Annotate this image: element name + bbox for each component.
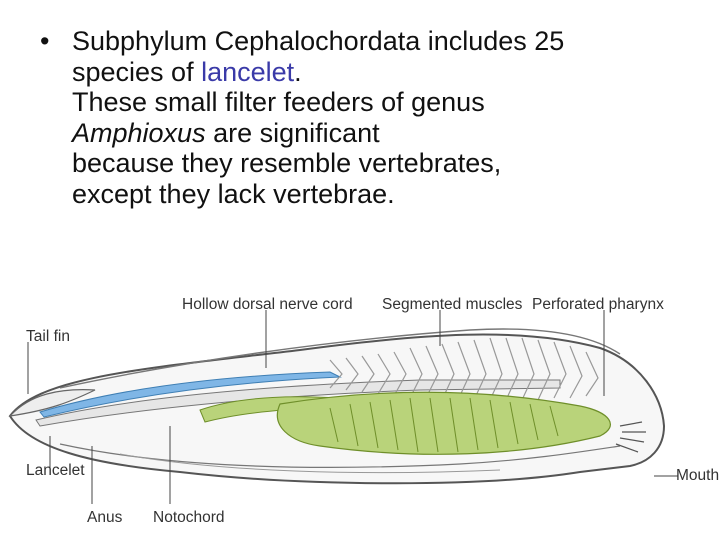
oral-cirri (615, 421, 646, 453)
text-line-2-end: . (294, 56, 302, 87)
label-lancelet: Lancelet (26, 462, 85, 479)
lancelet-diagram: Hollow dorsal nerve cord Segmented muscl… (0, 276, 720, 540)
slide-text-block: • Subphylum Cephalochordata includes 25 … (40, 26, 700, 209)
text-line-1: Subphylum Cephalochordata includes 25 (72, 26, 565, 56)
text-line-6: except they lack vertebrae. (72, 178, 395, 209)
bullet-paragraph: • Subphylum Cephalochordata includes 25 … (40, 26, 700, 209)
ventral-contour-2 (119, 453, 501, 474)
dorsal-fin-ridge (59, 328, 621, 389)
bullet-marker: • (40, 26, 50, 56)
text-line-2-start: species of (72, 56, 202, 87)
notochord-shape (35, 379, 561, 427)
genus-name: Amphioxus (72, 117, 206, 148)
label-segmented-muscles: Segmented muscles (382, 296, 523, 313)
segmented-muscle-lines (329, 337, 599, 401)
tail-fin-shape (8, 389, 96, 417)
text-line-4-end: are significant (205, 117, 380, 148)
text-line-2: species of lancelet. (72, 57, 700, 88)
label-notochord: Notochord (153, 509, 225, 526)
lancelet-link[interactable]: lancelet (201, 56, 295, 87)
label-mouth: Mouth (676, 467, 719, 484)
text-line-3: These small filter feeders of genus (72, 87, 485, 117)
text-line-4: Amphioxus are significant (72, 118, 700, 149)
gill-slit-lines (329, 397, 559, 453)
label-tail-fin: Tail fin (26, 328, 70, 345)
label-hollow-dorsal-nerve-cord: Hollow dorsal nerve cord (182, 296, 353, 313)
text-line-5: because they resemble vertebrates, (72, 148, 502, 178)
label-anus: Anus (87, 509, 123, 526)
pharynx-shape (276, 391, 611, 455)
lancelet-diagram-svg: Hollow dorsal nerve cord Segmented muscl… (8, 296, 719, 526)
label-perforated-pharynx: Perforated pharynx (532, 296, 664, 313)
